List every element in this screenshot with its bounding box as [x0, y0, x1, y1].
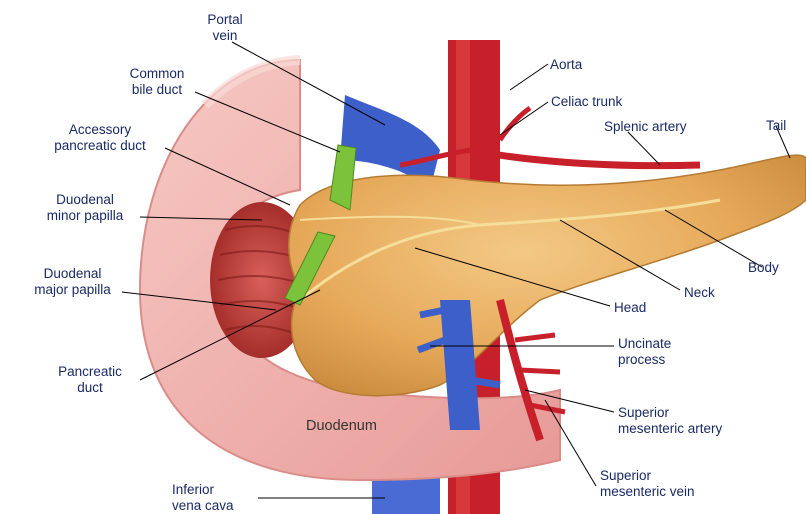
pancreas [289, 155, 806, 396]
label-tail: Tail [766, 118, 786, 134]
label-superior-mesenteric-vein: Superior mesenteric vein [600, 468, 695, 500]
label-duodenum: Duodenum [306, 418, 377, 434]
label-head: Head [614, 300, 646, 316]
label-pancreatic-duct: Pancreatic duct [45, 364, 135, 396]
label-aorta: Aorta [550, 57, 582, 73]
label-body: Body [748, 260, 779, 276]
label-inferior-vena-cava: Inferior vena cava [172, 482, 234, 514]
label-duodenal-minor-papilla: Duodenal minor papilla [30, 192, 140, 224]
label-portal-vein: Portal vein [195, 12, 255, 44]
label-accessory-pancreatic-duct: Accessory pancreatic duct [30, 122, 170, 154]
label-duodenal-major-papilla: Duodenal major papilla [20, 266, 125, 298]
label-splenic-artery: Splenic artery [604, 119, 687, 135]
label-uncinate-process: Uncinate process [618, 336, 671, 368]
label-neck: Neck [684, 285, 715, 301]
label-superior-mesenteric-artery: Superior mesenteric artery [618, 405, 722, 437]
label-common-bile-duct: Common bile duct [112, 66, 202, 98]
label-celiac-trunk: Celiac trunk [551, 94, 622, 110]
splenic-artery [470, 150, 700, 166]
